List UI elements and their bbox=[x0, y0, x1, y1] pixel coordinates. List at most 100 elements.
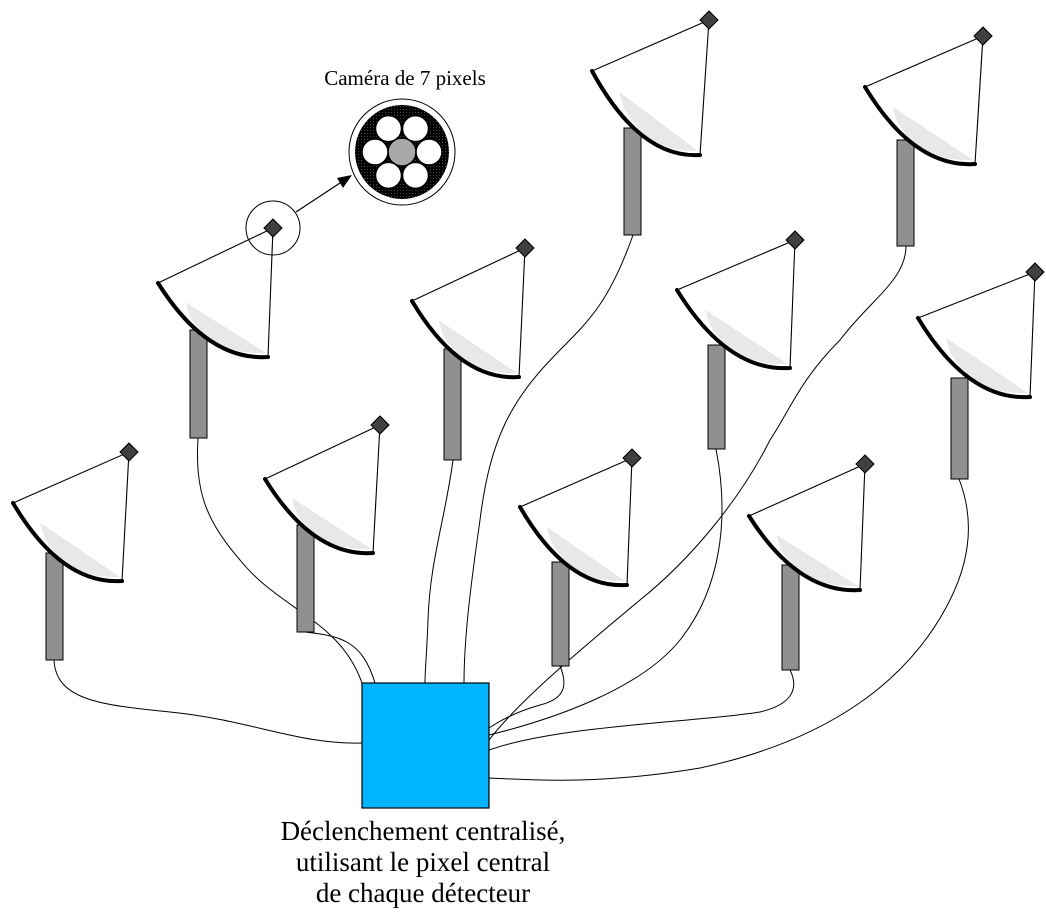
support-line bbox=[12, 451, 130, 504]
dish-curve bbox=[916, 316, 1032, 400]
support-line bbox=[518, 247, 526, 378]
camera-icon bbox=[973, 26, 993, 46]
reflector-body bbox=[265, 425, 380, 554]
dish-curve bbox=[590, 69, 702, 158]
telescope-icon bbox=[916, 262, 1045, 480]
reflector-shading bbox=[546, 526, 625, 582]
support-line bbox=[591, 19, 710, 72]
dish-curve bbox=[410, 299, 521, 380]
camera-icon bbox=[119, 442, 139, 462]
support-line bbox=[864, 35, 984, 88]
telescope-icon bbox=[410, 238, 535, 461]
support-line bbox=[264, 424, 381, 480]
support-line bbox=[121, 451, 130, 582]
camera-icon bbox=[785, 230, 805, 250]
mast bbox=[551, 561, 570, 667]
support-line bbox=[157, 227, 274, 284]
reflector-shading bbox=[776, 535, 858, 587]
camera-label: Caméra de 7 pixels bbox=[324, 66, 486, 90]
camera-pixel-icon bbox=[387, 137, 417, 167]
support-line bbox=[859, 463, 866, 591]
trigger-caption-line-3: de chaque détecteur bbox=[315, 878, 531, 908]
telescope-icon bbox=[263, 415, 390, 633]
support-line bbox=[519, 457, 633, 508]
zoom-circle bbox=[245, 200, 301, 256]
signal-cable bbox=[463, 234, 634, 684]
reflector-shading bbox=[946, 337, 1028, 394]
support-line bbox=[974, 35, 984, 165]
mast bbox=[950, 377, 969, 480]
reflector-body bbox=[749, 464, 865, 591]
reflector-shading bbox=[619, 91, 698, 152]
support-line bbox=[676, 239, 796, 291]
telescopes bbox=[11, 10, 1045, 671]
camera-icon bbox=[370, 415, 390, 435]
reflector-body bbox=[592, 20, 709, 156]
reflector-body bbox=[918, 272, 1035, 398]
dish-curve bbox=[11, 501, 124, 584]
telescope-icon bbox=[675, 230, 805, 450]
reflector-shading bbox=[705, 309, 788, 365]
signal-cable bbox=[197, 437, 363, 684]
dish-curve bbox=[263, 477, 375, 556]
telescope-icon bbox=[518, 448, 642, 667]
camera-pixel-icon bbox=[415, 138, 443, 166]
zoom-arrow-line bbox=[295, 182, 341, 213]
reflector-shading bbox=[40, 522, 120, 578]
signal-cable bbox=[488, 245, 907, 741]
support-line bbox=[748, 463, 866, 517]
reflector-shading bbox=[438, 320, 517, 374]
signal-cables bbox=[53, 234, 969, 781]
reflector-body bbox=[865, 36, 983, 165]
reflector-body bbox=[13, 452, 129, 582]
mast bbox=[189, 329, 208, 439]
trigger-caption-line-2: utilisant le pixel central bbox=[295, 847, 551, 877]
camera-pixel-icon bbox=[401, 161, 430, 190]
support-line bbox=[626, 457, 633, 586]
signal-cable bbox=[488, 448, 723, 736]
camera-icon bbox=[515, 238, 535, 258]
signal-cable bbox=[424, 459, 454, 684]
camera-icon bbox=[622, 448, 642, 468]
support-line bbox=[917, 271, 1036, 319]
reflector-shading bbox=[292, 498, 371, 550]
mast bbox=[296, 524, 315, 633]
dish-curve bbox=[675, 288, 792, 371]
camera-zoom bbox=[245, 98, 456, 256]
central-trigger-box bbox=[361, 682, 490, 809]
camera-icon bbox=[699, 10, 719, 30]
mast bbox=[45, 552, 64, 661]
reflector-body bbox=[412, 248, 525, 378]
signal-cable bbox=[488, 669, 795, 751]
mast bbox=[707, 344, 726, 450]
zoom-arrow-head bbox=[337, 175, 352, 188]
support-line bbox=[372, 424, 381, 554]
support-line bbox=[411, 247, 526, 302]
camera-pixel-icon bbox=[374, 161, 403, 190]
signal-cable bbox=[488, 478, 969, 781]
telescope-icon bbox=[747, 454, 875, 671]
camera-pixel-icon bbox=[401, 114, 430, 143]
signal-cable bbox=[304, 631, 376, 684]
telescope-icon bbox=[863, 26, 993, 247]
support-line bbox=[1029, 271, 1036, 398]
reflector-body bbox=[520, 458, 632, 586]
camera-icon bbox=[263, 218, 283, 238]
dish-curve bbox=[518, 505, 629, 588]
mast bbox=[443, 348, 462, 461]
dish-curve bbox=[156, 281, 270, 360]
telescope-icon bbox=[590, 10, 719, 236]
mast bbox=[781, 564, 800, 671]
mast bbox=[623, 127, 642, 236]
camera-pixel-icon bbox=[361, 138, 389, 166]
reflector-body bbox=[158, 228, 273, 358]
support-line bbox=[699, 19, 710, 156]
support-line bbox=[789, 239, 796, 369]
camera-pixel-icon bbox=[374, 114, 403, 143]
dish-curve bbox=[747, 514, 862, 593]
telescope-icon bbox=[156, 218, 283, 439]
signal-cable bbox=[488, 665, 565, 729]
reflector-shading bbox=[185, 302, 266, 354]
